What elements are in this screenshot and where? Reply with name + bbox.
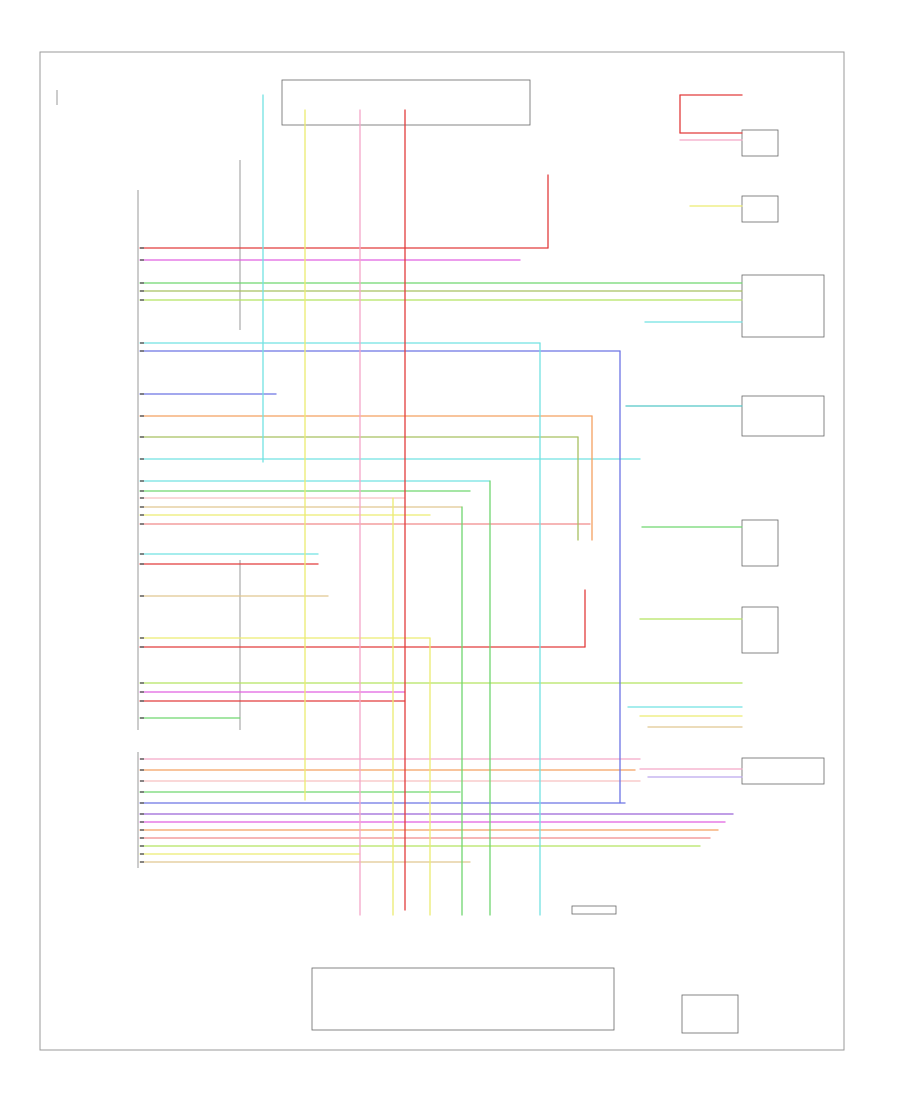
top-right-component-a <box>741 129 779 157</box>
top-relay-module <box>281 79 531 126</box>
top-right-component-b <box>741 195 779 223</box>
wire-tap-layer <box>140 247 144 863</box>
right-connector-group <box>741 274 825 338</box>
right-connector-bottom <box>741 757 825 785</box>
right-switch-b <box>741 519 779 567</box>
wire-layer <box>139 94 743 916</box>
bottom-module-bracket <box>571 905 617 915</box>
right-switch-c <box>741 606 779 654</box>
diagram-frame <box>39 51 845 1051</box>
right-switch-a <box>741 395 825 437</box>
bottom-right-module <box>681 994 739 1034</box>
component-outlines <box>281 79 825 1034</box>
bottom-control-module <box>311 967 615 1031</box>
connector-strips <box>56 90 241 868</box>
